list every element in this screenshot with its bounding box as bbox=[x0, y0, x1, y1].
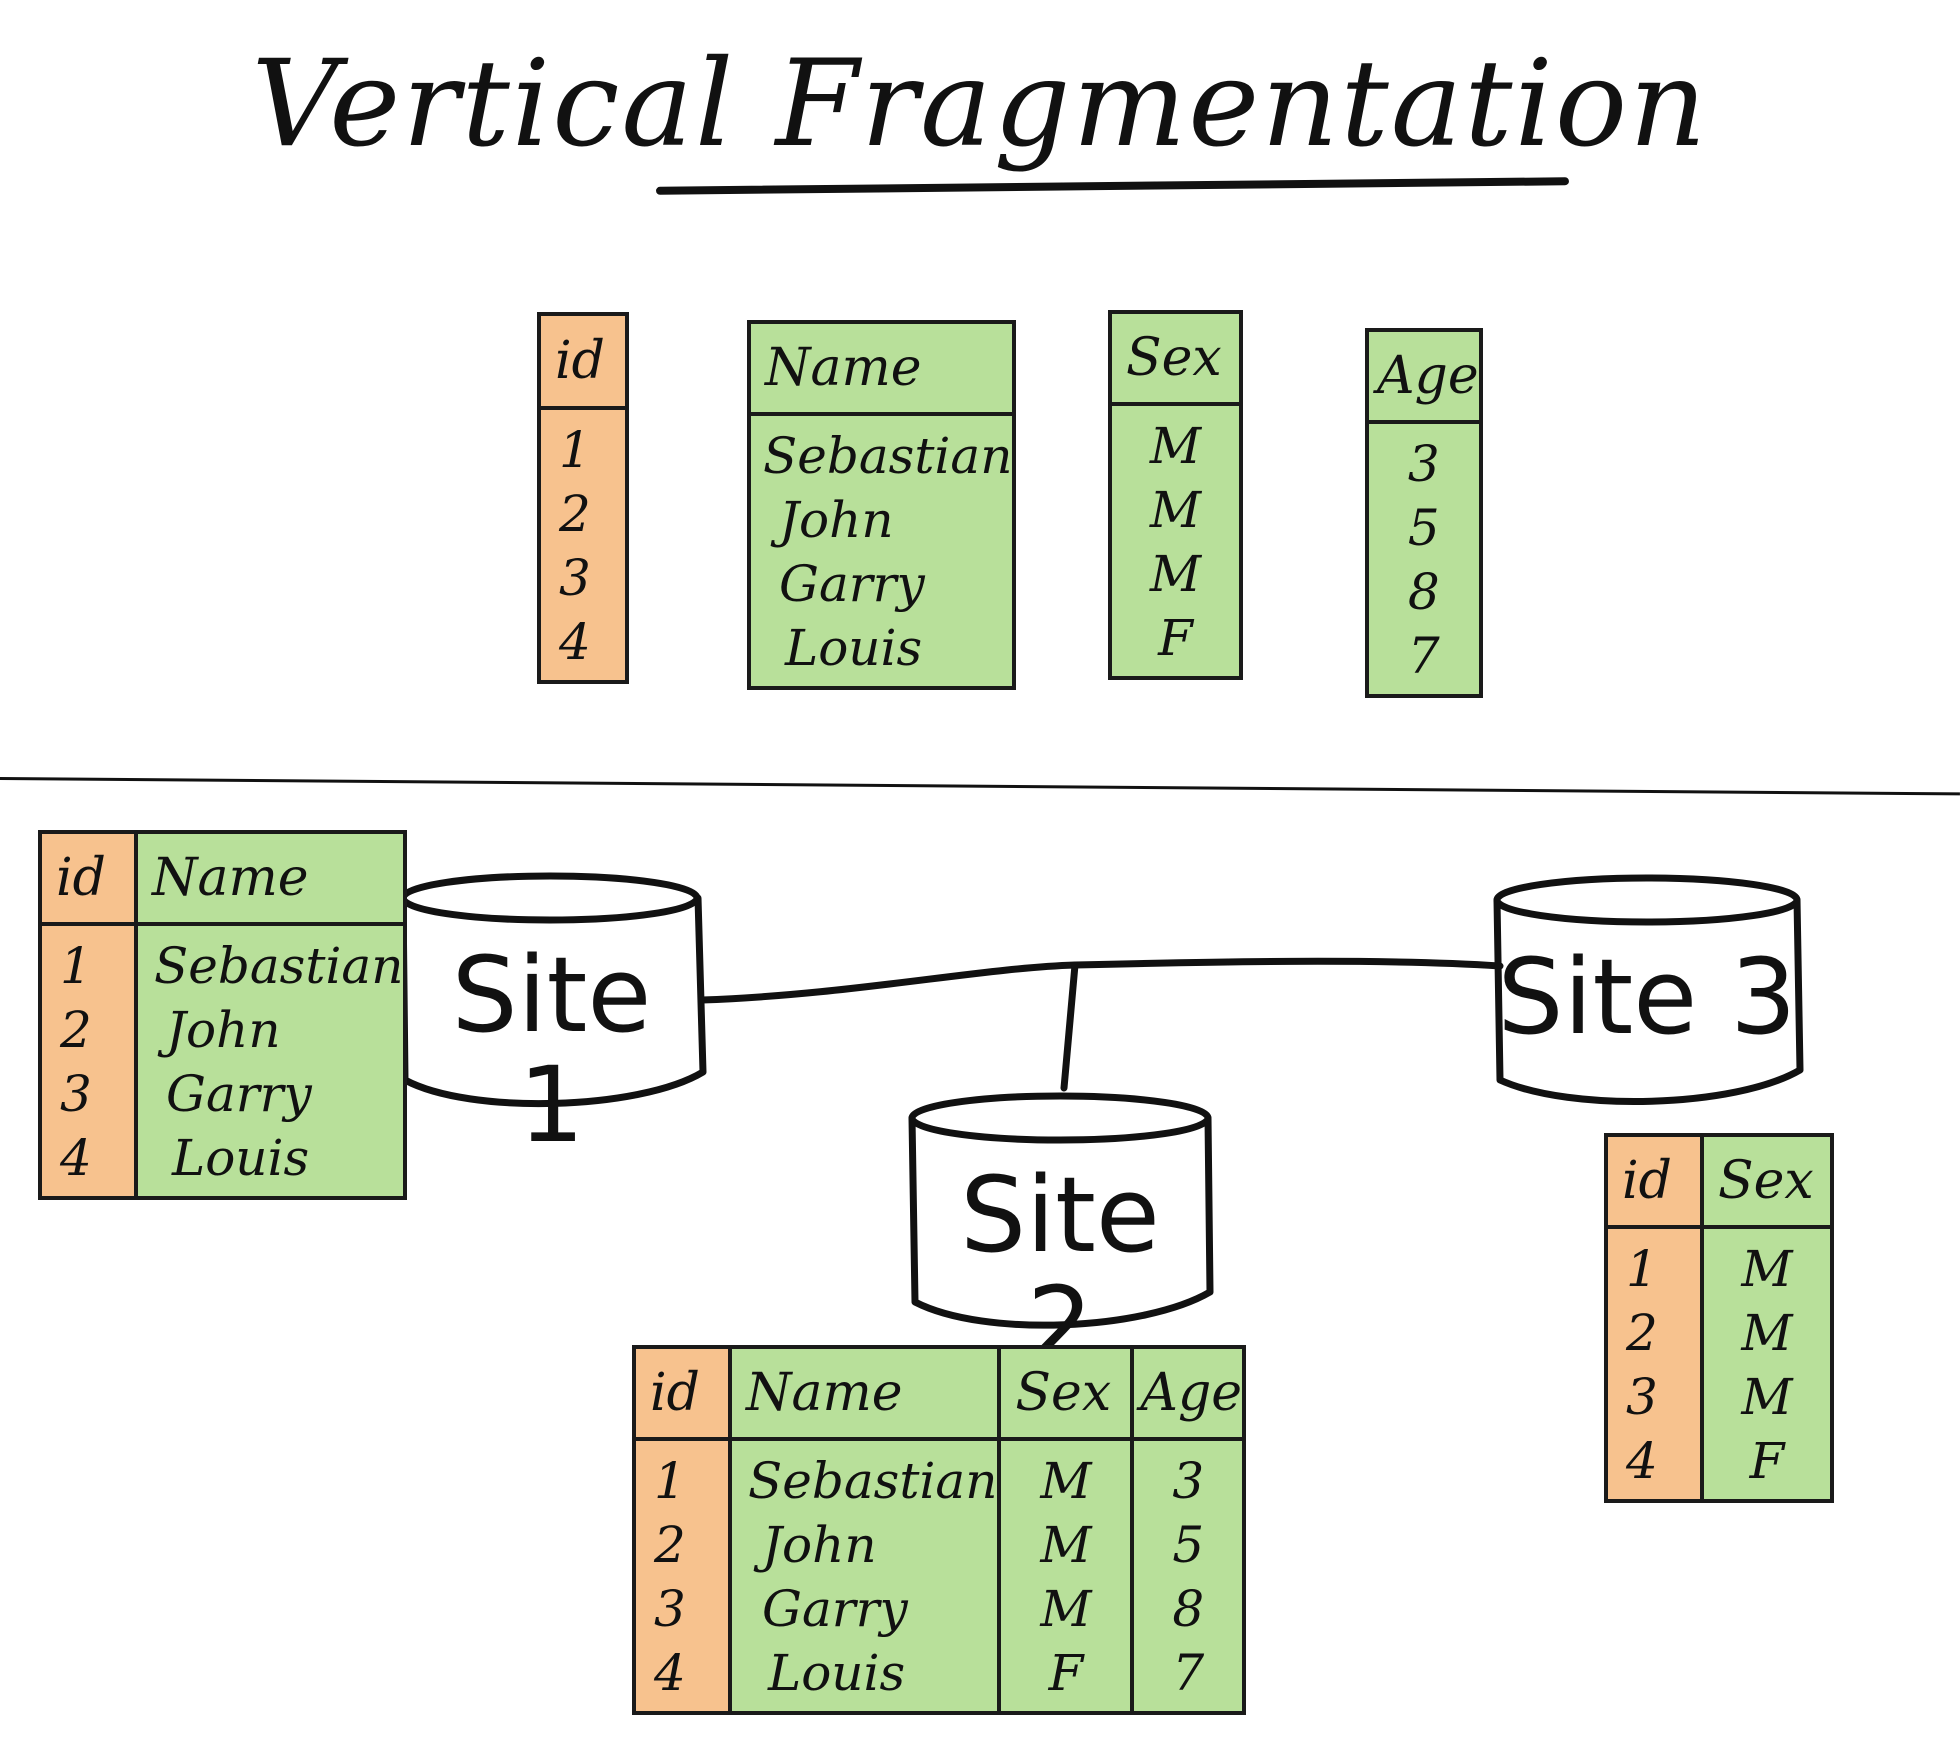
fragment-id-cell: 1 bbox=[559, 421, 591, 479]
fragment-sex-cell: M bbox=[1149, 545, 1202, 603]
fragment-sex-cell: M bbox=[1149, 417, 1202, 475]
site3-header-sex: Sex bbox=[1700, 1135, 1832, 1229]
fragment-age-cell: 8 bbox=[1407, 563, 1440, 621]
site1-cell: Sebastian bbox=[133, 924, 406, 998]
fragment-sex-cell: F bbox=[1158, 609, 1193, 667]
fragment-name-table: Name Sebastian John Garry Louis bbox=[747, 320, 1017, 690]
fragment-age-header: Age bbox=[1367, 330, 1481, 424]
site1-cell: John bbox=[133, 998, 406, 1062]
site1-cell: Louis bbox=[133, 1126, 406, 1198]
site2-database-icon bbox=[908, 1092, 1214, 1329]
site2-cell: M bbox=[997, 1513, 1133, 1577]
table-row: 1 Sebastian M 3 bbox=[634, 1439, 1245, 1513]
site2-cell: Garry bbox=[727, 1577, 1000, 1641]
fragment-id-cell: 2 bbox=[559, 485, 591, 543]
table-row: 2 John M 5 bbox=[634, 1513, 1245, 1577]
table-row: 4 Louis F 7 bbox=[634, 1641, 1245, 1713]
table-row: 3 Garry M 8 bbox=[634, 1577, 1245, 1641]
fragment-name-cell: John bbox=[779, 491, 894, 549]
diagram-title: Vertical Fragmentation bbox=[251, 35, 1709, 174]
site2-cell: 3 bbox=[634, 1577, 730, 1641]
site2-cell: John bbox=[727, 1513, 1000, 1577]
site2-cell: 4 bbox=[634, 1641, 730, 1713]
site3-cell: 3 bbox=[1606, 1365, 1702, 1429]
site2-cell: 8 bbox=[1130, 1577, 1245, 1641]
fragment-id-cell: 4 bbox=[559, 613, 591, 671]
table-row: 1 M bbox=[1606, 1227, 1832, 1301]
table-row: 2 John bbox=[40, 998, 406, 1062]
table-row: 3 Garry bbox=[40, 1062, 406, 1126]
site1-cell: Garry bbox=[133, 1062, 406, 1126]
site2-header-name: Name bbox=[727, 1347, 1000, 1441]
site3-header-id: id bbox=[1606, 1135, 1702, 1229]
site2-cell: 1 bbox=[634, 1439, 730, 1513]
site2-header-id: id bbox=[634, 1347, 730, 1441]
fragment-sex-cell: M bbox=[1149, 481, 1202, 539]
fragment-sex-header: Sex bbox=[1110, 312, 1241, 406]
fragment-id-cell: 3 bbox=[559, 549, 591, 607]
fragment-name-cell: Garry bbox=[779, 555, 925, 613]
site2-cell: 7 bbox=[1130, 1641, 1245, 1713]
site1-cell: 4 bbox=[40, 1126, 136, 1198]
table-row: 4 Louis bbox=[40, 1126, 406, 1198]
fragment-name-header: Name bbox=[749, 322, 1015, 416]
site2-cell: 5 bbox=[1130, 1513, 1245, 1577]
site3-table: id Sex 1 M 2 M 3 M 4 F bbox=[1604, 1133, 1834, 1503]
site1-cell: 3 bbox=[40, 1062, 136, 1126]
site2-header-sex: Sex bbox=[997, 1347, 1133, 1441]
site2-header-age: Age bbox=[1130, 1347, 1245, 1441]
site3-cell: F bbox=[1700, 1429, 1832, 1501]
fragment-sex-table: Sex M M M F bbox=[1108, 310, 1243, 680]
site3-cell: 2 bbox=[1606, 1301, 1702, 1365]
network-link bbox=[1060, 961, 1079, 1092]
fragment-name-cell: Louis bbox=[785, 619, 923, 677]
site1-header-id: id bbox=[40, 832, 136, 926]
site2-cell: M bbox=[997, 1439, 1133, 1513]
site1-cell: 2 bbox=[40, 998, 136, 1062]
site2-cell: 3 bbox=[1130, 1439, 1245, 1513]
site3-cell: M bbox=[1700, 1301, 1832, 1365]
fragment-age-table: Age 3 5 8 7 bbox=[1365, 328, 1483, 698]
site3-database-icon bbox=[1493, 874, 1804, 1106]
site2-cell: F bbox=[997, 1641, 1133, 1713]
fragment-name-cell: Sebastian bbox=[763, 427, 1013, 485]
table-row: 3 M bbox=[1606, 1365, 1832, 1429]
site2-cell: 2 bbox=[634, 1513, 730, 1577]
site1-cell: 1 bbox=[40, 924, 136, 998]
site3-cell: 4 bbox=[1606, 1429, 1702, 1501]
table-row: 2 M bbox=[1606, 1301, 1832, 1365]
site3-cell: M bbox=[1700, 1227, 1832, 1301]
fragment-id-table: id 1 2 3 4 bbox=[537, 312, 629, 684]
fragment-age-cell: 3 bbox=[1407, 435, 1440, 493]
fragment-age-cell: 7 bbox=[1407, 627, 1440, 685]
site3-label: Site 3 bbox=[1497, 936, 1797, 1058]
site2-cell: Sebastian bbox=[727, 1439, 1000, 1513]
site2-cell: Louis bbox=[727, 1641, 1000, 1713]
fragment-age-cell: 5 bbox=[1407, 499, 1440, 557]
table-row: 1 Sebastian bbox=[40, 924, 406, 998]
site2-table: id Name Sex Age 1 Sebastian M 3 2 John M… bbox=[632, 1345, 1247, 1715]
site1-label: Site 1 bbox=[451, 934, 652, 1166]
site1-header-name: Name bbox=[133, 832, 406, 926]
network-link bbox=[698, 957, 1504, 1004]
site1-table: id Name 1 Sebastian 2 John 3 Garry 4 Lou… bbox=[38, 830, 408, 1200]
table-row: 4 F bbox=[1606, 1429, 1832, 1501]
site3-cell: M bbox=[1700, 1365, 1832, 1429]
site3-cell: 1 bbox=[1606, 1227, 1702, 1301]
fragment-id-header: id bbox=[539, 314, 627, 410]
site2-cell: M bbox=[997, 1577, 1133, 1641]
